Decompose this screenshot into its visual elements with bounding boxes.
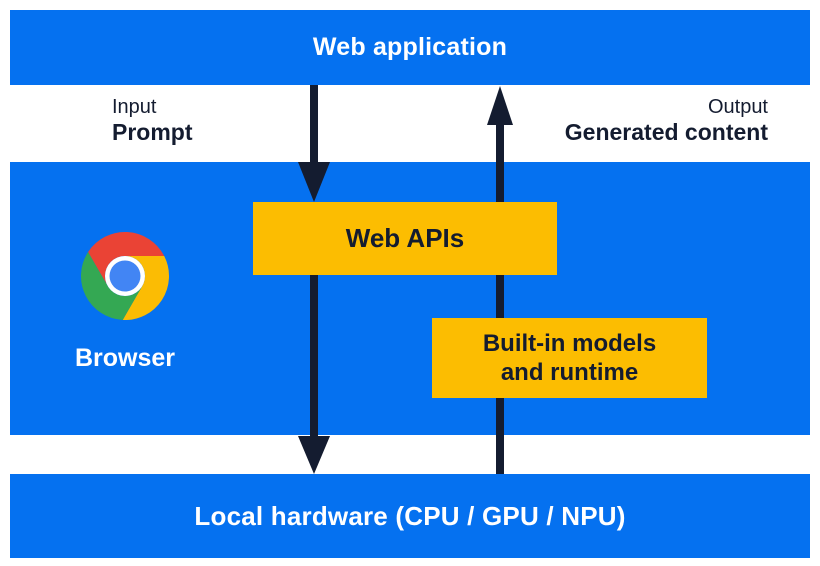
prompt-down-arrow-line-lower [310, 275, 318, 440]
prompt-down-arrowhead-upper [298, 162, 330, 202]
local-hardware-bar: Local hardware (CPU / GPU / NPU) [10, 474, 810, 558]
generated-content-label: Generated content [564, 119, 768, 145]
prompt-down-arrow-line-upper [310, 85, 318, 165]
chrome-browser-icon [80, 231, 170, 321]
builtin-models-label-line1: Built-in models [482, 330, 657, 357]
input-labels: Input Prompt [112, 95, 193, 146]
prompt-down-arrowhead-lower [298, 436, 330, 474]
output-labels: Output Generated content [565, 95, 768, 146]
generated-up-arrowhead [487, 86, 513, 125]
prompt-label: Prompt [112, 119, 193, 145]
builtin-models-label-line2: and runtime [500, 359, 639, 386]
web-apis-box: Web APIs [253, 202, 557, 275]
output-title: Output [707, 96, 768, 118]
browser-label: Browser [74, 344, 176, 372]
input-title: Input [112, 96, 157, 118]
builtin-models-box: Built-in models and runtime [432, 318, 707, 398]
web-application-bar: Web application [10, 10, 810, 85]
web-application-label: Web application [312, 33, 508, 61]
local-hardware-label: Local hardware (CPU / GPU / NPU) [194, 500, 626, 531]
web-apis-label: Web APIs [345, 223, 465, 253]
generated-up-arrow-line [496, 123, 504, 474]
